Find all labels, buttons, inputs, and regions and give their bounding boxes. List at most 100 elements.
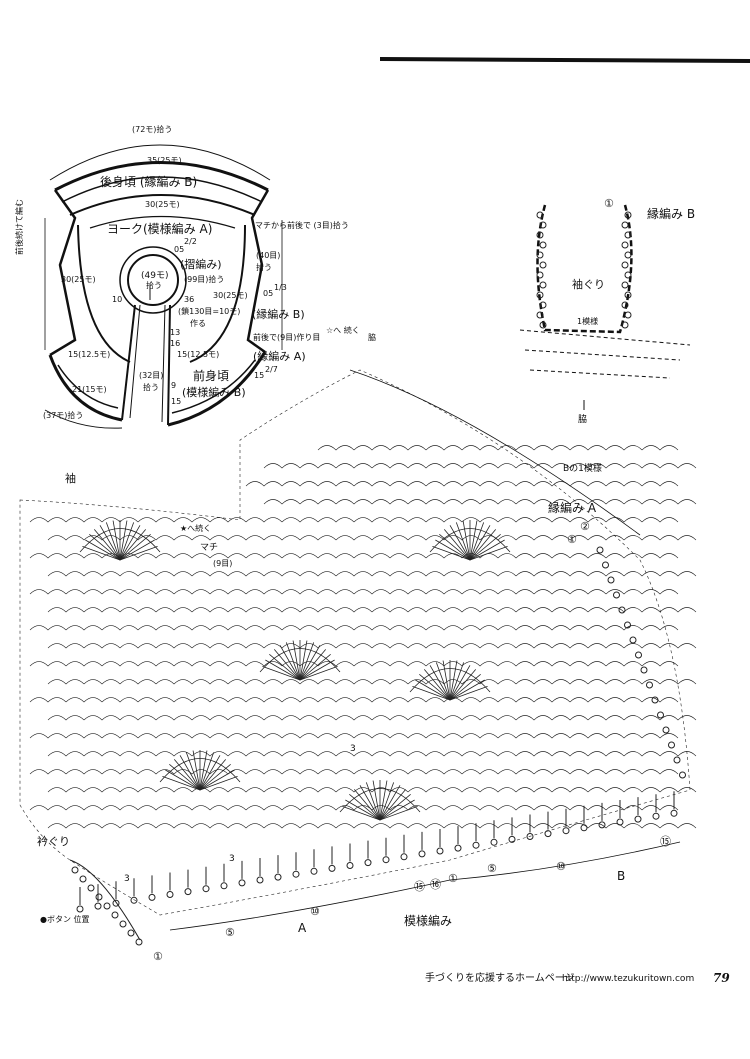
mesh-chain (65, 805, 103, 811)
mesh-chain (335, 679, 373, 685)
neck-picot (87, 884, 95, 892)
mesh-chain (101, 697, 139, 703)
mesh-chain (335, 571, 373, 577)
mesh-chain (515, 751, 553, 757)
border-picot (635, 651, 642, 659)
fan-stitch (435, 539, 471, 561)
label-pick-9: 前後で(9目)作り目 (253, 332, 320, 342)
edge-picot (400, 853, 408, 861)
edge-picot (274, 873, 282, 881)
label-frac-05: 2/2 (184, 237, 197, 246)
mesh-chain (461, 805, 499, 811)
mesh-chain (515, 607, 553, 613)
mesh-chain (281, 769, 319, 775)
edge-picot (508, 835, 516, 843)
measure-arc-72 (49, 144, 271, 181)
border-picot (624, 621, 631, 629)
mesh-chain (497, 553, 535, 559)
mesh-chain (407, 571, 445, 577)
inset-picot-left (536, 231, 544, 239)
mesh-chain (227, 571, 265, 577)
main-c10a: ⑩ (310, 905, 320, 918)
neck-picot (135, 938, 143, 946)
mesh-chain (569, 805, 607, 811)
edge-picot (526, 833, 534, 840)
fan-arc (409, 668, 491, 693)
main-c16: ⑯ (430, 878, 441, 891)
edge-picot (256, 876, 264, 884)
label-border-b: (縁編み B) (252, 307, 305, 321)
footer-url[interactable]: http://www.tezukuritown.com (562, 974, 694, 984)
main-c2: ② (580, 520, 590, 533)
mesh-chain (209, 697, 247, 703)
mesh-chain (407, 535, 445, 541)
label-front-body: 前身頃 (193, 368, 229, 383)
main-c5b: ⑤ (487, 862, 497, 875)
mesh-chain (533, 625, 571, 631)
fan-stitch (462, 520, 471, 561)
fan-stitch (273, 649, 301, 681)
mesh-chain (497, 625, 535, 631)
mesh-chain (479, 571, 517, 577)
mesh-chain (47, 571, 85, 577)
mesh-chain (155, 823, 193, 829)
fan-stitch (185, 752, 201, 791)
mesh-chain (605, 445, 643, 451)
neck-picot (79, 875, 87, 883)
inset-picot-left (536, 251, 544, 259)
border-picot (646, 681, 653, 689)
mesh-chain (587, 607, 625, 613)
label-n9: 9 (171, 381, 176, 390)
fan-stitch (105, 522, 121, 561)
mesh-chain (317, 589, 355, 595)
mesh-chain (641, 445, 679, 451)
mesh-chain (65, 661, 103, 667)
mesh-chain (47, 715, 85, 721)
mesh-chain (245, 517, 283, 523)
mesh-chain (317, 517, 355, 523)
mesh-chain (515, 823, 553, 829)
mesh-chain (101, 661, 139, 667)
label-pick-40: 拾う (256, 262, 272, 272)
sleeve-inset (519, 204, 691, 410)
mesh-chain (551, 715, 589, 721)
mesh-chain (605, 805, 643, 811)
mesh-chain (173, 589, 211, 595)
label-center-49: (49モ) (141, 271, 168, 281)
label-len-05: 05 (174, 245, 184, 254)
mesh-chain (479, 787, 517, 793)
main-c10b: ⑩ (556, 860, 566, 873)
mesh-chain (245, 625, 283, 631)
mesh-chain (245, 769, 283, 775)
mesh-chain (299, 643, 337, 649)
mesh-chain (407, 715, 445, 721)
mesh-chain (389, 805, 427, 811)
mesh-chain (371, 679, 409, 685)
fan-stitch (119, 520, 128, 561)
fan-stitch (379, 789, 407, 821)
fan-stitch (299, 640, 308, 681)
footer: 手づくりを応援するホームページ http://www.tezukuritown.… (425, 971, 730, 985)
fan-stitch (299, 659, 335, 681)
fan-stitch (173, 759, 201, 791)
mesh-chain (263, 823, 301, 829)
mesh-chain (569, 697, 607, 703)
mesh-chain (245, 589, 283, 595)
main-row-3b: 3 (229, 854, 235, 864)
edge-picot (616, 818, 624, 826)
fan-stitch (345, 799, 381, 821)
mesh-chain (659, 463, 697, 469)
mesh-chain (659, 823, 697, 829)
mesh-chain (659, 679, 697, 685)
mesh-chain (299, 607, 337, 613)
mesh-chain (641, 805, 679, 811)
mesh-chain (533, 445, 571, 451)
mesh-chain (407, 643, 445, 649)
inset-picot-right (621, 321, 629, 329)
fan-stitch (469, 545, 508, 561)
mesh-chain (263, 571, 301, 577)
label-ten: 10 (112, 295, 122, 304)
mesh-chain (443, 463, 481, 469)
inset-picot-left (536, 291, 544, 299)
mesh-chain (65, 733, 103, 739)
